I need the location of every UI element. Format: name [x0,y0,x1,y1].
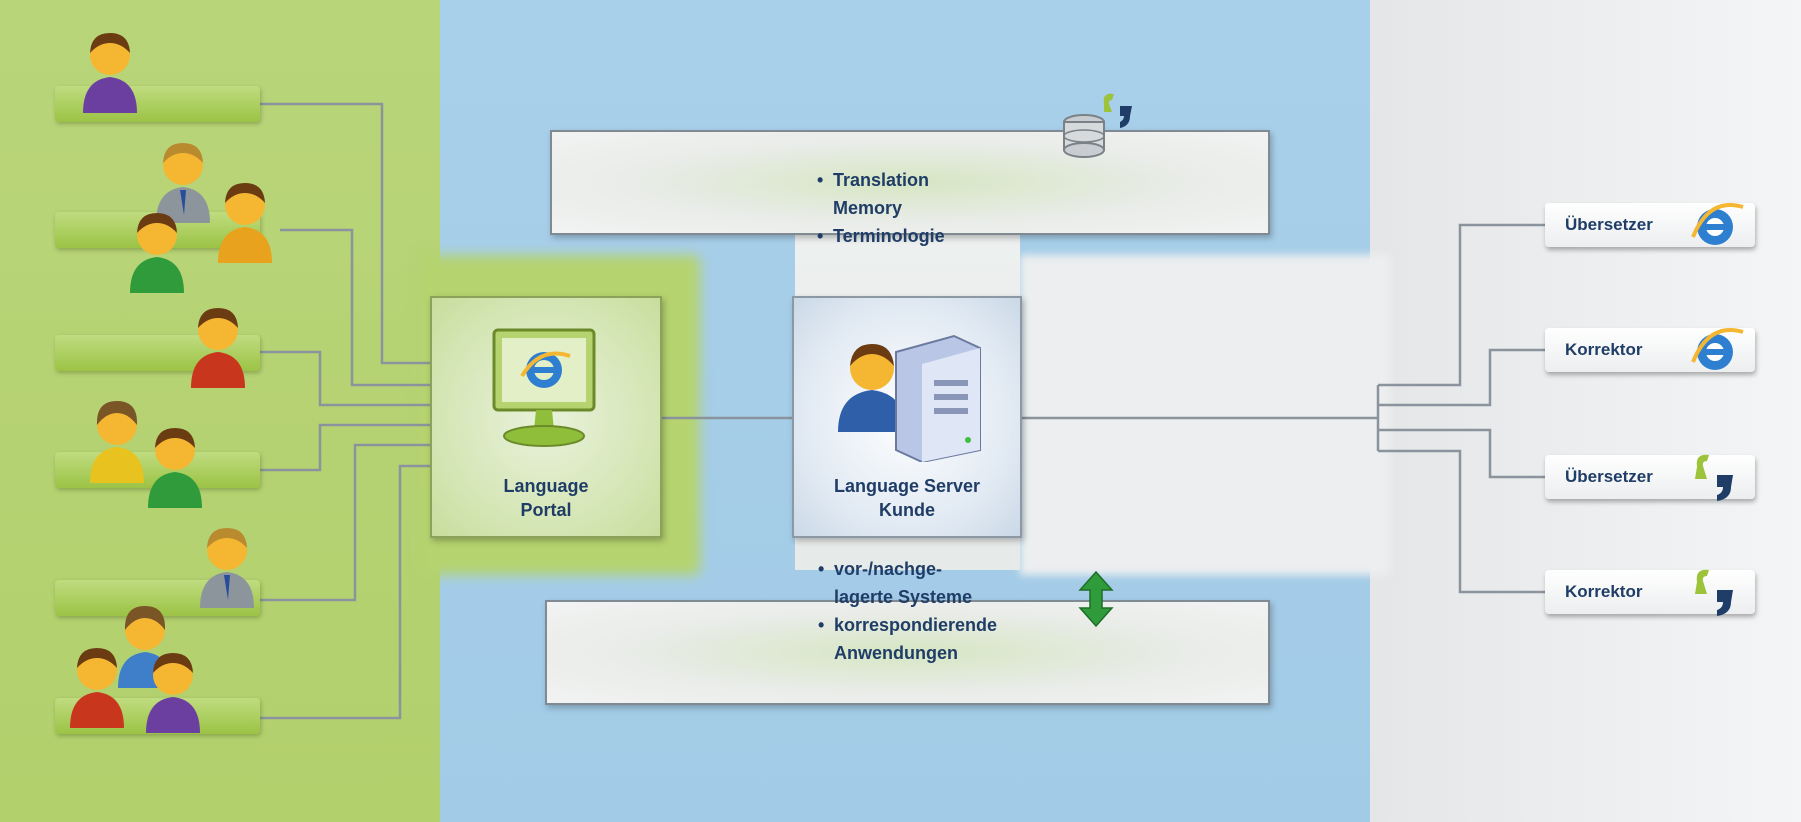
server-right-highlight [1020,255,1390,575]
role-box-proofreader-browser: Korrektor [1545,328,1755,372]
person-icon [191,308,245,388]
quote-icon [1695,569,1733,616]
database-quote-icon [1063,93,1132,158]
list-item: Terminologie [817,222,945,250]
role-label: Übersetzer [1565,467,1653,486]
person-icon [218,183,272,263]
quote-icon [1695,454,1733,501]
ie-browser-icon [1691,328,1744,370]
user-server-icon [838,334,981,462]
person-icon [146,653,200,733]
up-down-arrow-icon [1078,570,1114,628]
role-box-translator-browser: Übersetzer [1545,203,1755,247]
bottom-box-list: vor-/nachge-lagerte Systeme korrespondie… [818,555,997,667]
role-box-translator-tool: Übersetzer [1545,454,1755,501]
browser-monitor-icon [492,328,596,447]
ie-browser-icon [1691,203,1744,245]
role-label: Korrektor [1565,582,1643,601]
customer-zone [0,0,440,822]
person-icon [130,213,184,293]
person-icon [83,33,137,113]
list-item: vor-/nachge-lagerte Systeme [818,555,997,611]
person-icon [156,143,210,223]
external-zone [1370,0,1801,822]
person-icon [90,401,144,483]
person-icon [200,528,254,608]
person-icon [70,648,124,728]
person-icon [148,428,202,508]
role-label: Korrektor [1565,340,1643,359]
role-box-proofreader-tool: Korrektor [1545,569,1755,616]
role-label: Übersetzer [1565,215,1653,234]
